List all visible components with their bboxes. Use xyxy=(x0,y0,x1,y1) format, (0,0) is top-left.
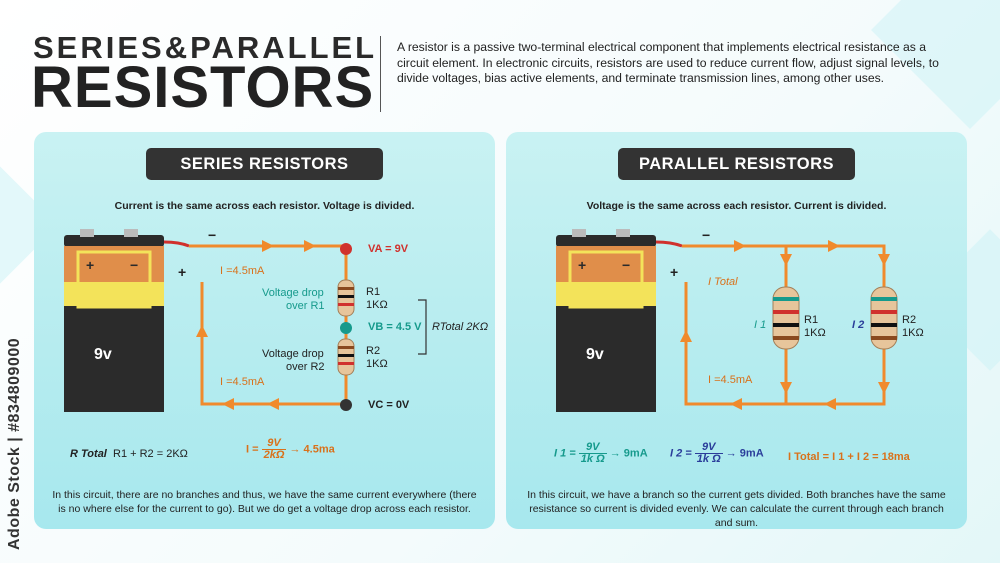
rtotal-formula-label: R Total xyxy=(70,448,107,460)
battery-minus: − xyxy=(622,257,630,273)
series-panel: SERIES RESISTORS Current is the same acr… xyxy=(34,132,495,529)
watermark: Adobe Stock | #834809000 xyxy=(6,337,23,550)
series-caption: Current is the same across each resistor… xyxy=(114,200,415,212)
drop2-line1: Voltage drop xyxy=(262,348,324,360)
battery-label: 9v xyxy=(94,346,112,363)
i1-formula-lhs: I 1 = xyxy=(554,447,576,460)
drop2-line2: over R2 xyxy=(286,361,325,373)
voltage-va: VA = 9V xyxy=(368,243,409,255)
drop1-line2: over R1 xyxy=(286,300,325,312)
r2-value: 1KΩ xyxy=(902,327,924,339)
i1-formula-denominator: 1k Ω xyxy=(580,453,605,465)
battery-minus: − xyxy=(130,257,138,273)
battery-plus: + xyxy=(86,257,94,273)
node-va xyxy=(340,243,352,255)
i2-label: I 2 xyxy=(852,319,865,331)
series-current-bottom: I =4.5mA xyxy=(220,376,265,388)
resistor-r1-icon xyxy=(337,279,355,317)
i1-formula-result: → 9mA xyxy=(609,447,648,460)
title-small: SERIES&PARALLEL xyxy=(33,30,378,65)
rtotal-formula: R Total R1 + R2 = 2KΩ xyxy=(70,448,188,460)
i2-formula-numerator: 9V xyxy=(694,442,723,454)
i2-formula-result: → 9mA xyxy=(725,447,764,460)
parallel-explanation: In this circuit, we have a branch so the… xyxy=(527,489,946,529)
resistor-r1-icon xyxy=(772,286,800,350)
r2-label: R2 xyxy=(366,345,381,357)
current-formula-result: → 4.5ma xyxy=(289,443,335,456)
i2-formula-lhs: I 2 = xyxy=(670,447,692,460)
page-title: RESISTORS xyxy=(31,55,375,120)
drop1-line1: Voltage drop xyxy=(262,287,324,299)
series-circuit-diagram: + − 9v − + xyxy=(64,227,427,412)
current-formula-denominator: 2kΩ xyxy=(263,449,285,461)
series-title: SERIES RESISTORS xyxy=(146,148,383,180)
rtotal-formula-expression: R1 + R2 = 2KΩ xyxy=(113,448,188,460)
parallel-current-bottom: I =4.5mA xyxy=(708,374,753,386)
r2-value: 1KΩ xyxy=(366,358,388,370)
rtotal-side-label: RTotal 2KΩ xyxy=(432,321,489,333)
r1-label: R1 xyxy=(366,286,381,298)
parallel-title: PARALLEL RESISTORS xyxy=(618,148,855,180)
voltage-vb: VB = 4.5 V xyxy=(368,321,422,333)
intro-text: A resistor is a passive two-terminal ele… xyxy=(397,40,939,85)
series-current-top: I =4.5mA xyxy=(220,265,265,277)
node-vb xyxy=(340,322,352,334)
series-explanation: In this circuit, there are no branches a… xyxy=(52,489,477,515)
resistor-r2-icon xyxy=(337,338,355,376)
battery-plus: + xyxy=(578,257,586,273)
current-formula-lhs: I = xyxy=(246,443,259,456)
resistor-r2-icon xyxy=(870,286,898,350)
current-formula-numerator: 9V xyxy=(261,438,287,450)
parallel-panel: PARALLEL RESISTORS Voltage is the same a… xyxy=(506,132,967,529)
i1-formula-numerator: 9V xyxy=(578,442,607,454)
wire-minus-sign: − xyxy=(702,227,710,243)
i2-formula-denominator: 1k Ω xyxy=(696,453,721,465)
node-vc xyxy=(340,399,352,411)
itotal-formula: I Total = I 1 + I 2 = 18ma xyxy=(788,451,910,463)
r1-label: R1 xyxy=(804,314,819,326)
parallel-caption: Voltage is the same across each resistor… xyxy=(586,200,887,212)
wire-plus-sign: + xyxy=(670,264,678,280)
r2-label: R2 xyxy=(902,314,917,326)
i1-label: I 1 xyxy=(754,319,767,331)
parallel-circuit-diagram: + − 9v − + xyxy=(556,227,898,412)
wire-plus-sign: + xyxy=(178,264,186,280)
wire-minus-sign: − xyxy=(208,227,216,243)
battery-icon: + − 9v xyxy=(556,229,656,412)
battery-label: 9v xyxy=(586,346,604,363)
battery-icon: + − 9v xyxy=(64,229,164,412)
r1-value: 1KΩ xyxy=(366,299,388,311)
itotal-label: I Total xyxy=(708,276,738,288)
r1-value: 1KΩ xyxy=(804,327,826,339)
header-divider xyxy=(380,36,381,112)
voltage-vc: VC = 0V xyxy=(368,399,410,411)
